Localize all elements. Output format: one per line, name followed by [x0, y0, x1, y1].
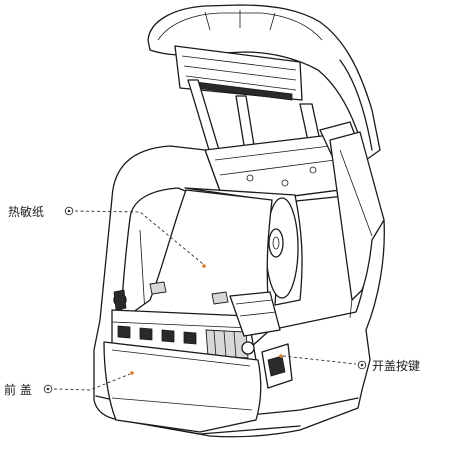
front-cover-lead-marker	[43, 384, 53, 394]
label-front-cover: 前 盖	[4, 382, 32, 397]
thermal-paper-lead-marker	[64, 206, 74, 216]
label-thermal-paper: 热敏纸	[8, 204, 44, 219]
open-cover-button-point	[279, 354, 283, 358]
open-cover-button-leader-line	[282, 355, 357, 365]
label-open-cover-button: 开盖按键	[372, 359, 420, 373]
front-cover-leader-line	[53, 373, 131, 391]
paper-roll	[184, 187, 303, 306]
open-top-cover	[147, 4, 381, 161]
front-cover-point	[130, 371, 134, 375]
thermal-paper-point	[202, 264, 206, 268]
front-cover-panel	[103, 341, 262, 433]
open-cover-button	[261, 343, 293, 389]
open-cover-button-lead-marker	[357, 360, 367, 370]
